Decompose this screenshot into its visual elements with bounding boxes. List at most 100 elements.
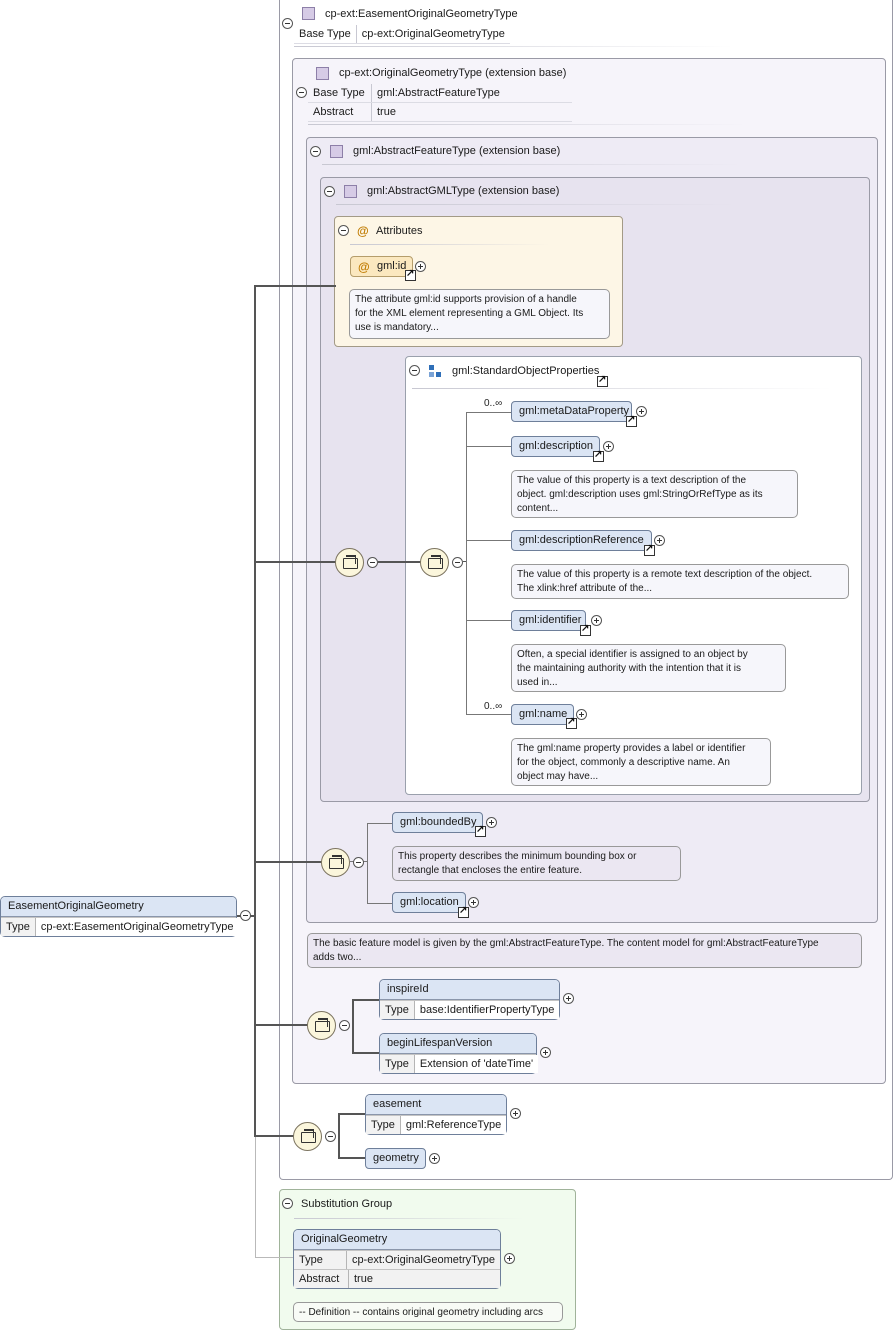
element-gml-identifier[interactable]: gml:identifier <box>511 610 586 631</box>
element-link-icon[interactable] <box>593 449 604 462</box>
element-link-icon[interactable] <box>626 414 637 427</box>
sequence-compositor-icon[interactable] <box>420 548 449 577</box>
element-gml-description[interactable]: gml:description <box>511 436 600 457</box>
element-link-icon[interactable] <box>458 905 469 918</box>
base2-collapse-button[interactable] <box>310 146 321 157</box>
doc-line: -- Definition -- contains original geome… <box>299 1307 543 1318</box>
element-expand-button[interactable] <box>540 1047 551 1058</box>
element-type-label: Type <box>380 1001 415 1019</box>
std-props-title: gml:StandardObjectProperties <box>452 365 600 377</box>
attribute-gml-id-link-icon[interactable] <box>405 268 416 281</box>
doc-line: Often, a special identifier is assigned … <box>517 649 748 660</box>
sequence-collapse-button[interactable] <box>353 857 364 868</box>
element-doc: Often, a special identifier is assigned … <box>511 644 786 692</box>
sequence-collapse-button[interactable] <box>339 1020 350 1031</box>
element-link-icon[interactable] <box>580 623 591 636</box>
sequence-collapse-button[interactable] <box>452 557 463 568</box>
element-type-row: Type base:IdentifierPropertyType <box>380 1000 560 1019</box>
doc-line: object. gml:description uses gml:StringO… <box>517 489 763 500</box>
substitution-title-rule <box>294 1218 524 1219</box>
element-gml-boundedby[interactable]: gml:boundedBy <box>392 812 483 833</box>
element-name: easement <box>366 1095 506 1115</box>
element-label: gml:name <box>519 708 568 720</box>
element-easement-card[interactable]: easement Type gml:ReferenceType <box>365 1094 507 1135</box>
attributes-collapse-button[interactable] <box>338 225 349 236</box>
feature-branch-vertical <box>367 823 368 903</box>
element-gml-location[interactable]: gml:location <box>392 892 466 913</box>
element-beginlifespanversion-card[interactable]: beginLifespanVersion Type Extension of '… <box>379 1033 539 1074</box>
element-link-icon[interactable] <box>566 716 577 729</box>
prop-key: Base Type <box>294 25 357 43</box>
complex-type-prop-row: Base Type cp-ext:OriginalGeometryType <box>294 25 510 44</box>
orig-branch-vertical <box>352 999 354 1054</box>
substitution-collapse-button[interactable] <box>282 1198 293 1209</box>
element-prop-row: Type cp-ext:OriginalGeometryType <box>294 1250 500 1269</box>
element-expand-button[interactable] <box>636 406 647 417</box>
element-expand-button[interactable] <box>563 993 574 1004</box>
element-label: gml:description <box>519 440 593 452</box>
element-expand-button[interactable] <box>486 817 497 828</box>
orig-branch-top <box>352 999 379 1001</box>
element-expand-button[interactable] <box>468 897 479 908</box>
base3-collapse-button[interactable] <box>324 186 335 197</box>
std-props-connector <box>463 561 467 562</box>
element-geometry[interactable]: geometry <box>365 1148 426 1169</box>
element-expand-button[interactable] <box>591 615 602 626</box>
element-gml-descriptionreference[interactable]: gml:descriptionReference <box>511 530 652 551</box>
substitution-title: Substitution Group <box>301 1198 393 1210</box>
element-gml-name[interactable]: gml:name <box>511 704 574 725</box>
element-originalgeometry-card[interactable]: OriginalGeometry Type cp-ext:OriginalGeo… <box>293 1229 501 1289</box>
std-props-collapse-button[interactable] <box>409 365 420 376</box>
element-expand-button[interactable] <box>603 441 614 452</box>
substitution-connector-horizontal <box>255 1257 293 1258</box>
root-collapse-button[interactable] <box>240 910 251 921</box>
element-label: gml:location <box>400 896 459 908</box>
element-expand-button[interactable] <box>576 709 587 720</box>
sequence-compositor-icon[interactable] <box>321 848 350 877</box>
complex-type-collapse-button[interactable] <box>282 18 293 29</box>
occurrence-label: 0..∞ <box>484 398 503 409</box>
element-label: geometry <box>373 1152 419 1164</box>
element-expand-button[interactable] <box>510 1108 521 1119</box>
element-prop-key: Type <box>294 1251 347 1269</box>
base1-title: cp-ext:OriginalGeometryType (extension b… <box>339 67 567 79</box>
easement-branch-vertical <box>338 1113 340 1159</box>
prop-value: cp-ext:OriginalGeometryType <box>361 28 505 40</box>
element-expand-button[interactable] <box>654 535 665 546</box>
doc-line: The value of this property is a remote t… <box>517 569 813 580</box>
orig-branch-bottom <box>352 1052 379 1054</box>
element-expand-button[interactable] <box>429 1153 440 1164</box>
doc-line: content... <box>517 503 559 514</box>
element-link-icon[interactable] <box>644 543 655 556</box>
group-icon <box>429 365 442 378</box>
sequence-collapse-button[interactable] <box>325 1131 336 1142</box>
element-inspireid-card[interactable]: inspireId Type base:IdentifierPropertyTy… <box>379 979 560 1020</box>
attribute-gml-id[interactable]: gml:id <box>350 256 413 277</box>
attributes-title-rule <box>350 244 550 245</box>
element-expand-button[interactable] <box>504 1253 515 1264</box>
sequence-compositor-icon[interactable] <box>293 1122 322 1151</box>
sequence-collapse-button[interactable] <box>367 557 378 568</box>
base3-title: gml:AbstractGMLType (extension base) <box>367 185 560 197</box>
base1-collapse-button[interactable] <box>296 87 307 98</box>
element-gml-metadataproperty[interactable]: gml:metaDataProperty <box>511 401 632 422</box>
substitution-doc: -- Definition -- contains original geome… <box>293 1302 563 1322</box>
base2-type-icon <box>330 145 343 158</box>
attribute-gml-id-expand-button[interactable] <box>415 261 426 272</box>
std-props-link-icon[interactable] <box>597 374 608 387</box>
root-element-type-row: Type cp-ext:EasementOriginalGeometryType <box>1 917 239 936</box>
element-label: gml:boundedBy <box>400 816 477 828</box>
element-doc: The value of this property is a remote t… <box>511 564 849 599</box>
doc-line: The xlink:href attribute of the... <box>517 583 653 594</box>
doc-line: The value of this property is a text des… <box>517 475 747 486</box>
std-props-branch-top <box>466 412 512 413</box>
root-element-card[interactable]: EasementOriginalGeometry Type cp-ext:Eas… <box>0 896 239 937</box>
base1-prop-row: Base Type gml:AbstractFeatureType <box>308 84 572 103</box>
attributes-title: Attributes <box>376 225 423 237</box>
base1-title-rule <box>308 124 748 125</box>
sequence-compositor-icon[interactable] <box>335 548 364 577</box>
doc-line: the maintaining authority with the inten… <box>517 663 742 674</box>
sequence-compositor-icon[interactable] <box>307 1011 336 1040</box>
seq4-connector <box>254 1135 294 1137</box>
element-link-icon[interactable] <box>475 824 486 837</box>
